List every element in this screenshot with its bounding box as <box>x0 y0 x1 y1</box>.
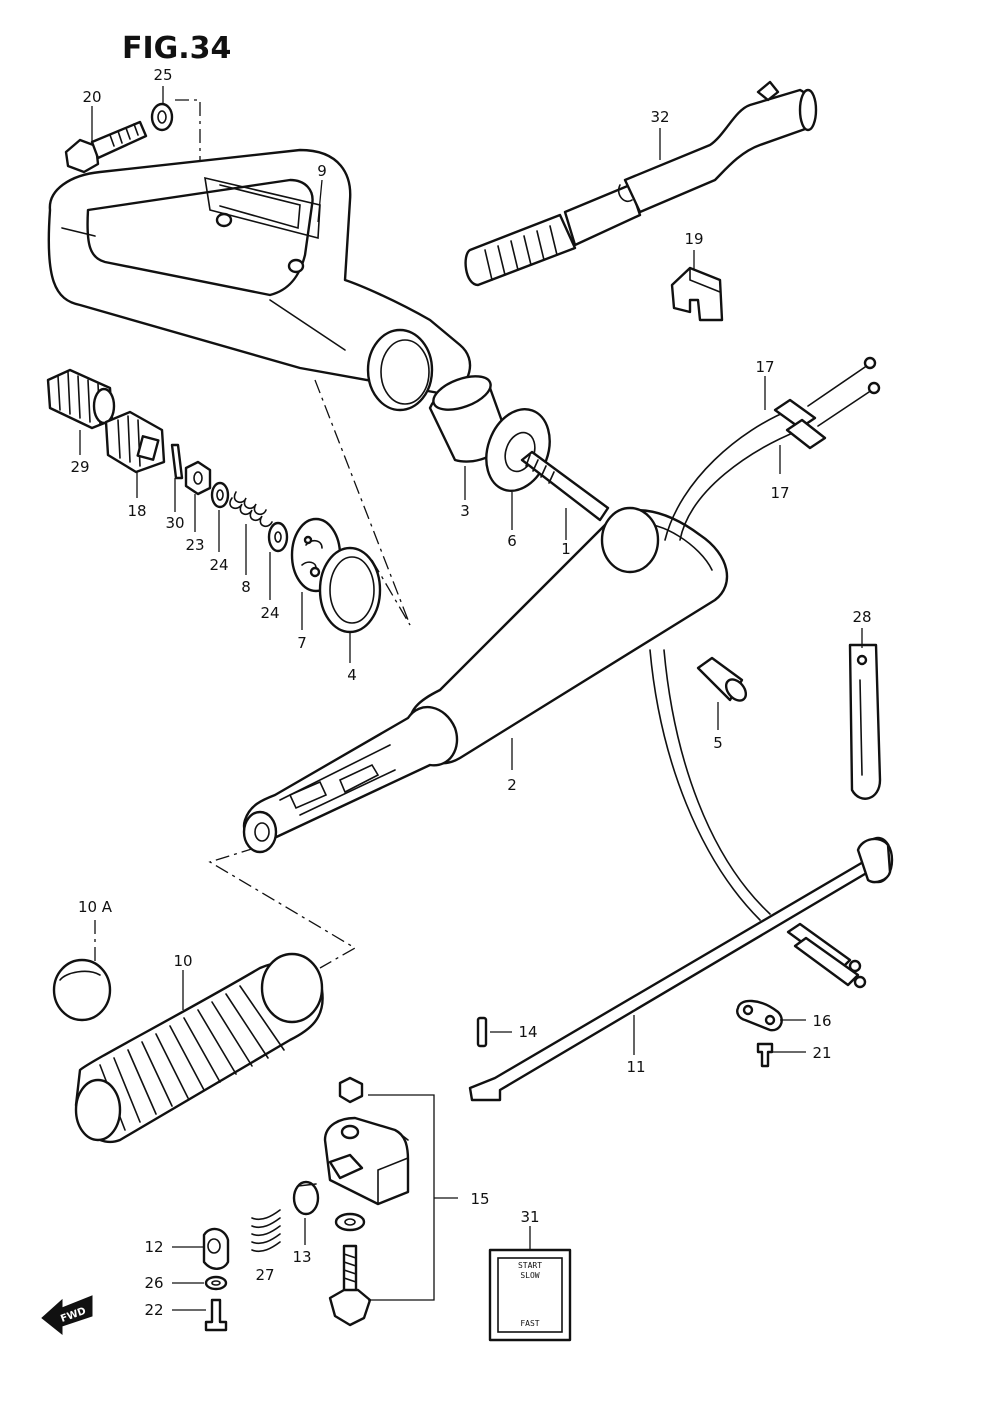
callout-32: 32 <box>650 108 669 126</box>
callout-4: 4 <box>347 666 357 684</box>
part-30-pin <box>170 443 184 480</box>
decal-start-text: START <box>518 1261 542 1270</box>
part-23-nut <box>184 460 212 496</box>
part-24-washer-lower <box>267 521 289 553</box>
part-28-strap <box>848 643 882 800</box>
callout-11: 11 <box>626 1058 645 1076</box>
callout-7: 7 <box>297 634 307 652</box>
part-18-friction-block <box>104 410 166 474</box>
callout-15: 15 <box>470 1190 489 1208</box>
part-13-knob <box>292 1180 320 1216</box>
part-21-screw <box>756 1042 774 1068</box>
cable-run <box>649 649 771 921</box>
part-8-spring <box>229 491 273 528</box>
part-25-washer <box>150 102 174 132</box>
callout-31: 31 <box>520 1208 539 1226</box>
part-9-tiller-bracket <box>47 148 472 412</box>
callout-28: 28 <box>852 608 871 626</box>
cable-end-connector <box>786 922 867 989</box>
callout-27: 27 <box>255 1266 274 1284</box>
decal-fast-text: FAST <box>520 1319 539 1328</box>
callout-24-lower: 24 <box>260 604 279 622</box>
part-12-cam <box>202 1227 230 1270</box>
callout-26: 26 <box>144 1274 163 1292</box>
callout-3: 3 <box>460 502 470 520</box>
part-10-grip <box>74 952 324 1143</box>
callout-17-lower: 17 <box>770 484 789 502</box>
callout-12: 12 <box>144 1238 163 1256</box>
callout-23: 23 <box>185 536 204 554</box>
callout-2: 2 <box>507 776 517 794</box>
part-20-bolt <box>64 120 148 174</box>
callout-17-upper: 17 <box>755 358 774 376</box>
part-27-spring <box>251 1209 281 1253</box>
leader-lines <box>79 86 863 1311</box>
callout-13: 13 <box>292 1248 311 1266</box>
part-2-tiller-arm <box>242 506 729 854</box>
callout-24-upper: 24 <box>209 556 228 574</box>
callout-29: 29 <box>70 458 89 476</box>
callout-25: 25 <box>153 66 172 84</box>
forward-direction-arrow: FWD <box>41 1295 93 1336</box>
part-11-control-rod <box>468 836 894 1102</box>
part-15-bracket-assembly <box>323 1076 410 1327</box>
part-16-plate <box>736 999 783 1032</box>
callout-8: 8 <box>241 578 251 596</box>
part-29-spring-grip <box>46 368 116 430</box>
part-22-screw <box>204 1298 228 1332</box>
callout-10a: 10 A <box>78 898 113 916</box>
callout-18: 18 <box>127 502 146 520</box>
part-5-sleeve <box>696 656 748 702</box>
part-19-clip <box>670 266 724 322</box>
part-24-washer-upper <box>210 481 230 509</box>
figure-title: FIG.34 <box>122 31 231 66</box>
callout-10: 10 <box>173 952 192 970</box>
callout-9: 9 <box>317 162 327 180</box>
part-14-pin <box>476 1016 488 1048</box>
callout-5: 5 <box>713 734 723 752</box>
part-32-throttle-shaft <box>464 80 818 287</box>
part-31-decal: START SLOW FAST <box>488 1248 572 1342</box>
callout-20: 20 <box>82 88 101 106</box>
part-10a-cap <box>52 958 112 1022</box>
callout-22: 22 <box>144 1301 163 1319</box>
part-1-bolt <box>520 450 610 522</box>
part-26-washer <box>204 1275 228 1291</box>
callout-16: 16 <box>812 1012 831 1030</box>
part-4-ring <box>318 546 382 634</box>
decal-slow-text: SLOW <box>520 1271 539 1280</box>
callout-numbers: 20 25 9 32 19 17 17 29 18 30 23 24 8 24 … <box>70 66 871 1319</box>
callout-19: 19 <box>684 230 703 248</box>
callout-6: 6 <box>507 532 517 550</box>
callout-14: 14 <box>518 1023 537 1041</box>
callout-1: 1 <box>561 540 571 558</box>
part-17-throttle-cables <box>664 356 881 541</box>
callout-21: 21 <box>812 1044 831 1062</box>
callout-30: 30 <box>165 514 184 532</box>
